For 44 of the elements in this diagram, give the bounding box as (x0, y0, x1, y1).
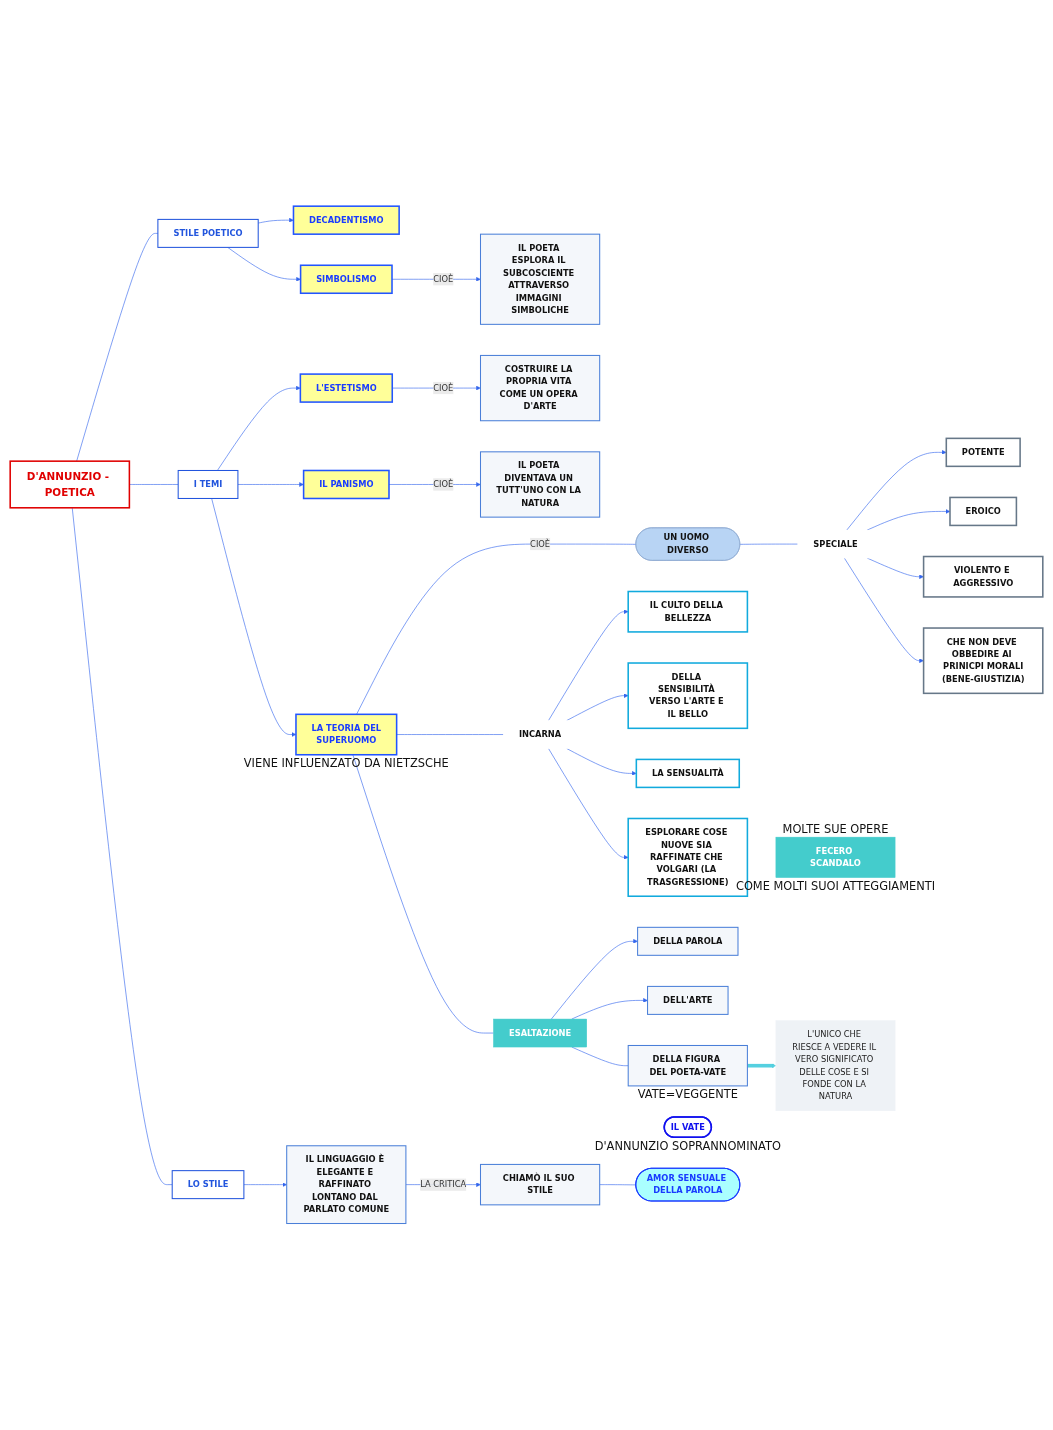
node-text: SPECIALE (813, 539, 858, 549)
node-box: POTENTE (945, 437, 1021, 468)
node-box: DELL'ARTE (647, 986, 729, 1016)
edge-label: CIOÈ (433, 383, 454, 393)
connector (129, 484, 179, 485)
node-box: CHIAMÒ IL SUO STILE (480, 1164, 601, 1206)
node-box: IL PANISMO (302, 469, 390, 500)
node-box: DELLA FIGURA DEL POETA-VATE (627, 1045, 748, 1087)
node-box: COSTRUIRE LA PROPRIA VITA COME UN OPERA D'ARTE (480, 355, 601, 422)
node-box: LA SENSUALITÀ (635, 758, 741, 789)
edge-label: CIOÈ (530, 539, 551, 549)
node-box: SIMBOLISMO (299, 264, 393, 295)
connector (71, 507, 173, 1186)
node-box: DELLA SENSIBILITÀ VERSO L'ARTE E IL BELLO (627, 662, 749, 730)
node-box: VIOLENTO E AGGRESSIVO (922, 555, 1044, 598)
edge-label: LA CRITICA (420, 1179, 467, 1190)
node-box: DECADENTISMO (292, 205, 400, 236)
node-box: IL POETA ESPLORA IL SUBCOSCIENTE ATTRAVERSO IMMAGINI SIMBOLICHE (480, 233, 601, 325)
node-box: I TEMI (177, 470, 239, 500)
edge-label: CIOÈ (433, 274, 454, 285)
node-box: CHE NON DEVE OBBEDIRE AI PRINICPI MORALI (BENE-GIUSTIZIA) (922, 627, 1044, 695)
node-box: L'UNICO CHE RIESCE A VEDERE IL VERO SIGNIFICATO DELLE COSE E SI FONDE CON LA NATURA (775, 1020, 896, 1112)
connector (352, 754, 494, 1034)
node-box: EROICO (949, 496, 1018, 527)
node-box: ESALTAZIONE (493, 1018, 587, 1048)
arrow (747, 1063, 777, 1069)
node-box: LO STILE (171, 1170, 245, 1200)
node-text: INCARNA (518, 729, 562, 740)
node-label: D'ANNUNZIO SOPRANNOMINATO (594, 1138, 781, 1153)
node-box: IL CULTO DELLA BELLEZZA (627, 590, 749, 633)
connector (356, 543, 637, 715)
connector (396, 734, 504, 735)
node-box: L'ESTETISMO (299, 373, 394, 403)
node-box: STILE POETICO (157, 219, 259, 249)
edge-label: CIOÈ (433, 479, 454, 490)
node-label: MOLTE SUE OPERE (782, 822, 889, 837)
node-box: D'ANNUNZIO - POETICA (9, 460, 131, 509)
node-box: IL LINGUAGGIO È ELEGANTE E RAFFINATO LONTANO DAL PARLATO COMUNE (286, 1145, 407, 1225)
node-box: FECERO SCANDALO (775, 837, 896, 878)
node-box: IL POETA DIVENTAVA UN TUTT'UNO CON LA NATURA (480, 451, 601, 518)
node-box: LA TEORIA DEL SUPERUOMO (295, 713, 398, 756)
node-label: VATE=VEGGENTE (637, 1087, 738, 1102)
node-label: VIENE INFLUENZATO DA NIETZSCHE (243, 756, 449, 771)
node-box: DELLA PAROLA (637, 926, 739, 956)
